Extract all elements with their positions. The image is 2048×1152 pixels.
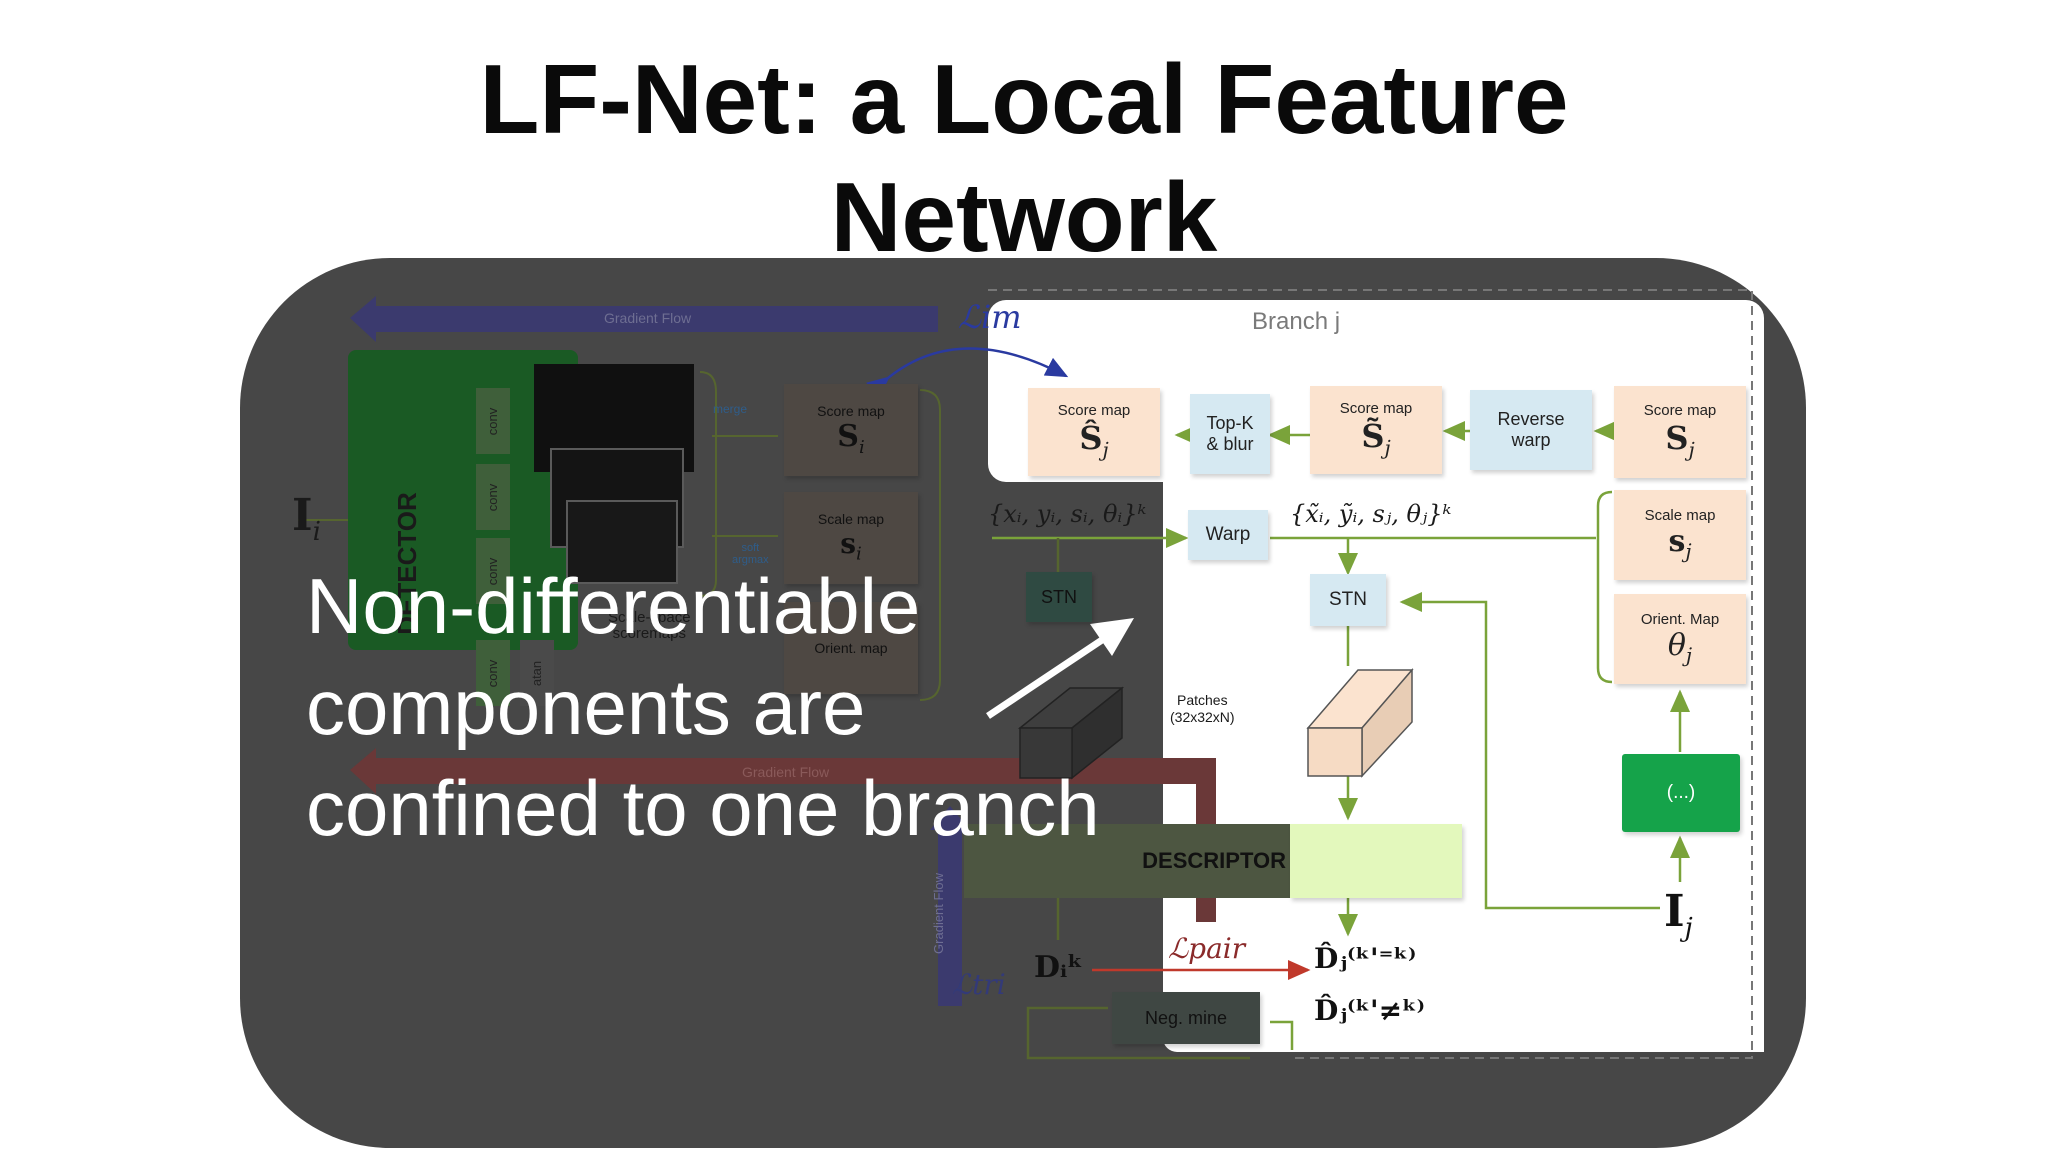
loss-tri-label: ℒtri — [952, 968, 1006, 1001]
neg-mine-label: Neg. mine — [1144, 1007, 1228, 1028]
ellipsis-label: (...) — [1666, 782, 1696, 803]
conv-layer-1: conv — [476, 388, 510, 454]
scale-map-j-symbol: sj — [1668, 524, 1692, 563]
overlay-line-2: components are — [306, 663, 866, 751]
desc-positive-label: D̂ⱼ⁽ᵏ'⁼ᵏ⁾ — [1314, 942, 1417, 975]
conv-label-1: conv — [485, 407, 501, 435]
descriptor-block-dim: DESCRIPTOR — [964, 824, 1290, 898]
atan-layer: atan — [520, 640, 554, 706]
score-map-tilde-symbol: S̃j — [1361, 417, 1391, 460]
scale-map-j-label: Scale map — [1644, 507, 1716, 524]
pointer-arrowhead — [1090, 618, 1134, 656]
scale-space-line-1: Scale-space — [608, 609, 691, 626]
scale-space-line-2: scoremaps — [612, 625, 686, 642]
conv-layer-4: conv — [476, 640, 510, 706]
gradient-flow-vertical-arrow — [930, 806, 970, 1006]
topk-blur-box: Top-K & blur — [1190, 394, 1270, 474]
topk-line-1: Top-K — [1206, 413, 1254, 433]
gradient-flow-mid-label: Gradient Flow — [742, 764, 830, 780]
slide-title-line-2: Network — [830, 162, 1218, 272]
stn-left-box: STN — [1026, 572, 1092, 622]
conv-layer-3: conv — [476, 538, 510, 604]
soft-argmax-line-1: soft — [741, 542, 760, 554]
gradient-flow-top-arrow — [350, 296, 938, 342]
merge-label: merge — [713, 402, 748, 416]
descriptor-block-bright — [1290, 824, 1462, 898]
soft-argmax-line-2: argmax — [732, 554, 769, 566]
orient-map-j-box: Orient. Map θj — [1614, 594, 1746, 684]
scale-map-i-box: Scale map si — [784, 492, 918, 584]
overlay-caption: Non-differentiable components are confin… — [306, 556, 1100, 859]
overlay-line-1: Non-differentiable — [306, 562, 921, 650]
loss-pair-label: ℒpair — [1168, 932, 1246, 965]
topk-line-2: & blur — [1206, 434, 1254, 454]
loss-im-label: ℒim — [958, 298, 1022, 336]
keypoints-i-label: {xᵢ, yᵢ, sᵢ, θᵢ}ᵏ — [988, 500, 1147, 528]
patches-cuboid-bright — [1306, 667, 1414, 778]
descriptor-label: DESCRIPTOR — [1142, 848, 1286, 873]
gradient-flow-top-label: Gradient Flow — [604, 310, 692, 326]
score-map-j-symbol: Sj — [1665, 419, 1695, 462]
desc-negative-label: D̂ⱼ⁽ᵏ'≠ᵏ⁾ — [1314, 994, 1426, 1027]
score-map-i-box: Score map Si — [784, 384, 918, 476]
slide-title-line-1: LF-Net: a Local Feature — [479, 44, 1569, 154]
orient-map-i-box: Orient. map — [784, 602, 918, 694]
score-map-j-box: Score map Sj — [1614, 386, 1746, 478]
keypoints-warped-label: {x̃ᵢ, ỹᵢ, sⱼ, θⱼ}ᵏ — [1290, 500, 1452, 528]
reverse-warp-line-2: warp — [1511, 430, 1551, 450]
score-map-j-label: Score map — [1643, 402, 1717, 420]
orient-map-i-label: Orient. map — [814, 640, 888, 656]
scale-map-i-label: Scale map — [817, 511, 885, 528]
orient-map-j-label: Orient. Map — [1640, 611, 1720, 628]
gradient-flow-vertical-label: Gradient Flow — [930, 873, 946, 954]
score-map-i-label: Score map — [817, 402, 885, 419]
soft-argmax-label: soft argmax — [732, 542, 769, 566]
scale-space-label: Scale-space scoremaps — [608, 610, 691, 642]
input-j: Ij — [1664, 886, 1693, 943]
score-map-hat-box: Score map Ŝj — [1028, 388, 1160, 476]
gradient-flow-mid-arrow — [350, 748, 1216, 922]
score-map-tilde-label: Score map — [1339, 400, 1413, 418]
pointer-arrow — [986, 633, 1110, 719]
input-i: Ii — [292, 490, 321, 547]
score-map-i-symbol: Si — [837, 418, 865, 458]
stn-right-box: STN — [1310, 574, 1386, 626]
reverse-warp-line-1: Reverse — [1497, 409, 1565, 429]
reverse-warp-box: Reverse warp — [1470, 390, 1592, 470]
branch-j-label: Branch j — [1252, 308, 1341, 335]
ellipsis-box: (...) — [1622, 754, 1740, 832]
patches-cuboid-dim — [1017, 686, 1125, 780]
score-map-hat-symbol: Ŝj — [1079, 419, 1109, 462]
warp-box: Warp — [1188, 510, 1268, 560]
score-image-3 — [566, 500, 678, 584]
patches-label: Patches (32x32xN) — [1170, 692, 1235, 726]
slide-title: LF-Net: a Local Feature Network — [0, 40, 2048, 276]
scale-map-j-box: Scale map sj — [1614, 490, 1746, 580]
overlay-line-3: confined to one branch — [306, 764, 1100, 852]
scale-map-i-symbol: si — [840, 527, 862, 565]
conv-layer-2: conv — [476, 464, 510, 530]
loss-im-arrow — [866, 347, 1069, 399]
stn-left-label: STN — [1041, 586, 1077, 607]
patches-line-2: (32x32xN) — [1170, 709, 1235, 725]
warp-label: Warp — [1205, 524, 1251, 545]
stn-right-label: STN — [1329, 589, 1367, 610]
score-map-tilde-box: Score map S̃j — [1310, 386, 1442, 474]
neg-mine-box: Neg. mine — [1112, 992, 1260, 1044]
conv-label-2: conv — [485, 483, 501, 511]
branch-dashed-border — [988, 289, 1753, 1059]
score-map-hat-label: Score map — [1057, 402, 1131, 420]
desc-i-label: Dᵢᵏ — [1034, 950, 1083, 985]
patches-line-1: Patches — [1177, 692, 1228, 708]
orient-map-j-symbol: θj — [1667, 628, 1693, 667]
